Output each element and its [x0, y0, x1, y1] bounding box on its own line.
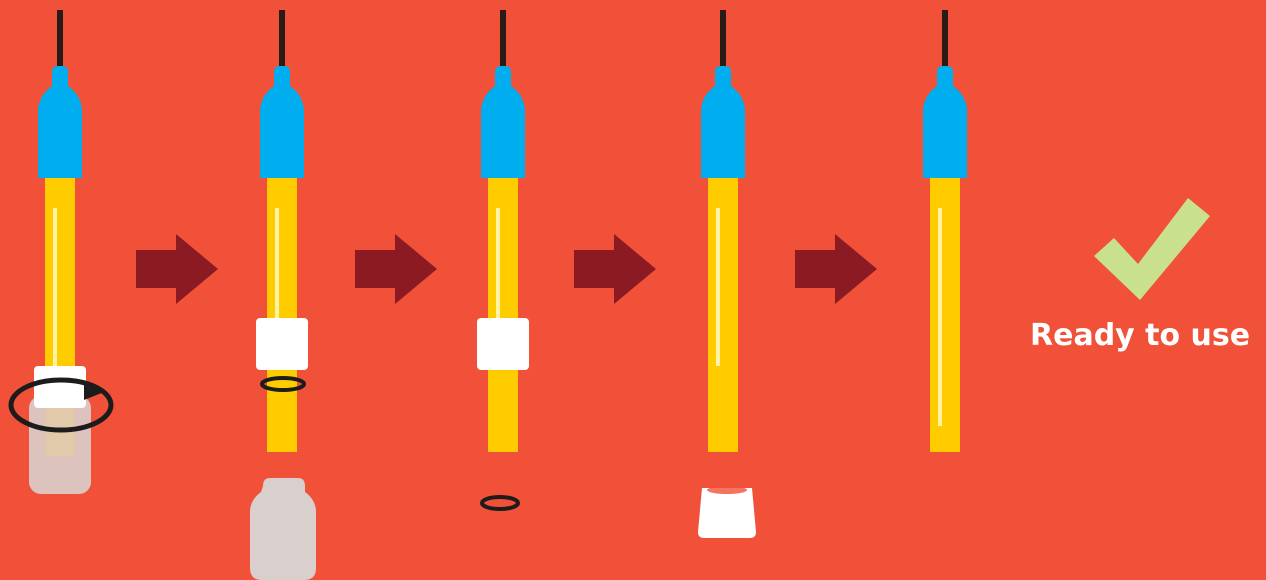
probe-head: [260, 66, 304, 178]
probe-body: [708, 178, 738, 452]
probe-step-5: [923, 10, 967, 472]
step-arrow-icon: [136, 234, 218, 304]
probe-tip-teeth: [713, 456, 735, 472]
probe-body: [488, 178, 518, 452]
probe-tip-teeth: [272, 456, 294, 472]
step-arrow-icon: [795, 234, 877, 304]
storage-bottle: [250, 478, 316, 580]
cap-opening: [707, 486, 747, 494]
probe-body: [267, 178, 297, 452]
checkmark-icon: [1094, 198, 1210, 300]
probe-cap: [34, 366, 86, 408]
o-ring: [482, 497, 518, 509]
probe-head: [481, 66, 525, 178]
probe-cap: [256, 318, 308, 370]
probe-highlight: [716, 208, 720, 366]
probe-step-4: [698, 10, 756, 538]
probe-head: [701, 66, 745, 178]
probe-tip-teeth: [493, 456, 515, 472]
probe-body: [45, 178, 75, 376]
probe-highlight: [53, 208, 57, 366]
ready-to-use-label: Ready to use: [1030, 318, 1250, 353]
step-arrow-icon: [574, 234, 656, 304]
probe-body: [930, 178, 960, 452]
probe-step-1: [11, 10, 111, 494]
step-arrow-icon: [355, 234, 437, 304]
probe-highlight: [938, 208, 942, 426]
probe-step-2: [250, 10, 316, 580]
probe-cap: [698, 488, 756, 538]
probe-tip-teeth: [935, 456, 957, 472]
probe-head: [38, 66, 82, 178]
probe-step-3: [477, 10, 529, 509]
probe-head: [923, 66, 967, 178]
probe-cap: [477, 318, 529, 370]
